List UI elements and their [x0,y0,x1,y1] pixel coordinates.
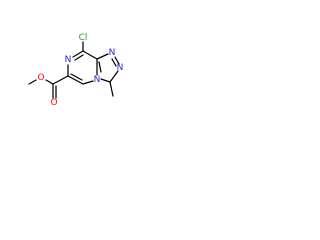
bond-c6-c5-inner [70,73,83,81]
triazole-nitrogen-1-label: N [109,48,116,58]
chemical-structure: Cl N N N N O O [28,33,123,108]
bond-n7-c8 [72,50,84,58]
bonds [28,41,120,99]
carbonyl-oxygen-label: O [50,98,57,108]
chlorine-atom-label: Cl [79,33,88,43]
atom-labels: Cl N N N N O O [37,33,123,108]
bond-n1-n2-double [111,58,117,67]
bond-c8a-n1-inner [98,61,102,73]
bond-carbonyl-ring [52,75,69,85]
bond-c8-c8a [82,50,98,60]
bridgehead-nitrogen-label: N [94,75,101,85]
bond-n2-c3 [109,70,119,83]
bond-n7-c8-inner [74,54,84,61]
bond-c5-c6 [67,75,84,85]
triazole-nitrogen-2-label: N [117,63,124,73]
bond-c3-n4 [100,78,111,83]
ester-oxygen-label: O [37,73,44,83]
bond-c3-methyl [109,81,114,97]
bond-c8a-n1 [96,53,109,60]
bond-n1-n2 [114,56,120,65]
bond-ester-oxygen-carbonyl [45,79,54,85]
bond-n4-c5 [82,80,94,85]
pyrazine-nitrogen-label: N [65,55,72,65]
bond-methyl-ester-oxygen [28,79,37,85]
